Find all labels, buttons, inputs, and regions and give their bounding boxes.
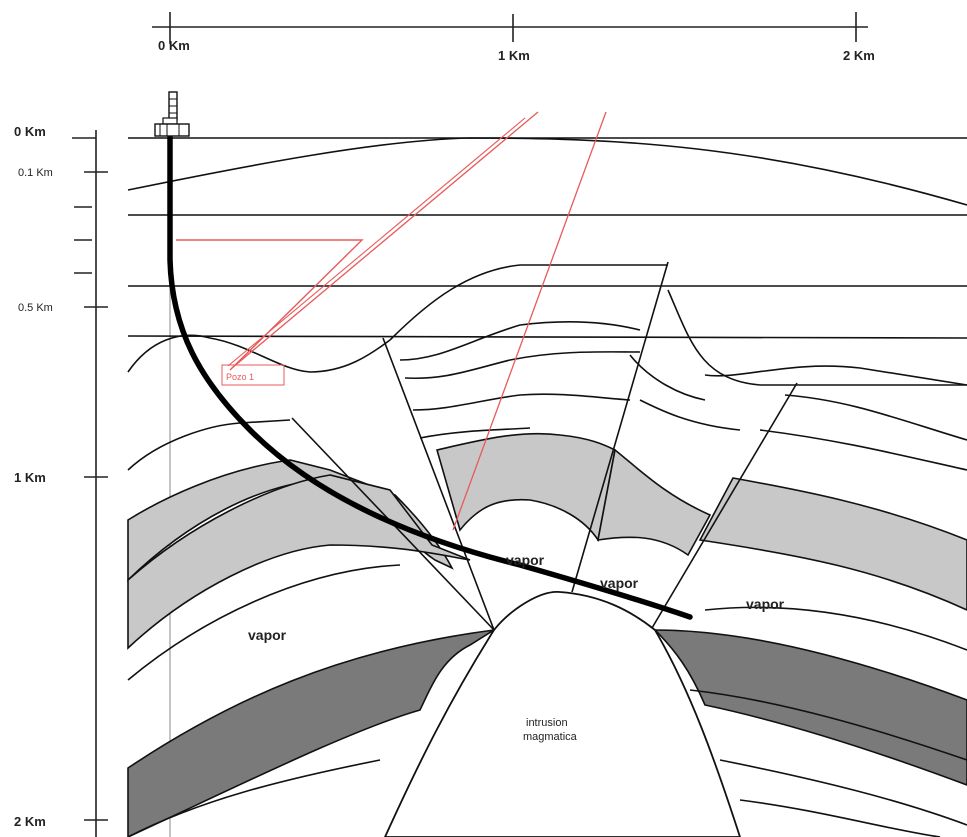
dark-layer-left bbox=[127, 629, 495, 837]
deviated-well-path bbox=[167, 132, 693, 620]
depth-axis: 0 Km 0.1 Km 0.5 Km 1 Km 2 Km bbox=[14, 124, 108, 837]
light-layer-right bbox=[698, 477, 967, 611]
depth-label-01: 0.1 Km bbox=[18, 167, 53, 179]
depth-label-0: 0 Km bbox=[14, 124, 46, 139]
depth-label-1: 1 Km bbox=[14, 470, 46, 485]
light-layer-right-middle bbox=[597, 448, 712, 557]
vapor-label-center-right: vapor bbox=[600, 575, 639, 591]
drill-rig-icon bbox=[154, 91, 190, 137]
dark-layer-right bbox=[653, 629, 967, 786]
magmatic-intrusion bbox=[384, 591, 741, 837]
strata-lines bbox=[127, 137, 967, 837]
depth-label-2: 2 Km bbox=[14, 814, 46, 829]
scale-label-1: 1 Km bbox=[498, 48, 530, 63]
depth-label-05: 0.5 Km bbox=[18, 302, 53, 314]
shaded-layers bbox=[127, 432, 967, 837]
projected-wells: Pozo 1 bbox=[176, 111, 607, 531]
vapor-label-left: vapor bbox=[248, 627, 287, 643]
scale-label-0: 0 Km bbox=[158, 38, 190, 53]
scale-label-2: 2 Km bbox=[843, 48, 875, 63]
intrusion-label-line1: intrusion bbox=[526, 717, 568, 729]
vapor-label-center: vapor bbox=[506, 552, 545, 568]
vapor-label-right: vapor bbox=[746, 596, 785, 612]
horizontal-scale: 0 Km 1 Km 2 Km bbox=[152, 12, 875, 63]
red-well-label: Pozo 1 bbox=[226, 372, 254, 382]
light-layer-middle bbox=[435, 432, 616, 543]
intrusion-label-line2: magmatica bbox=[523, 731, 578, 743]
